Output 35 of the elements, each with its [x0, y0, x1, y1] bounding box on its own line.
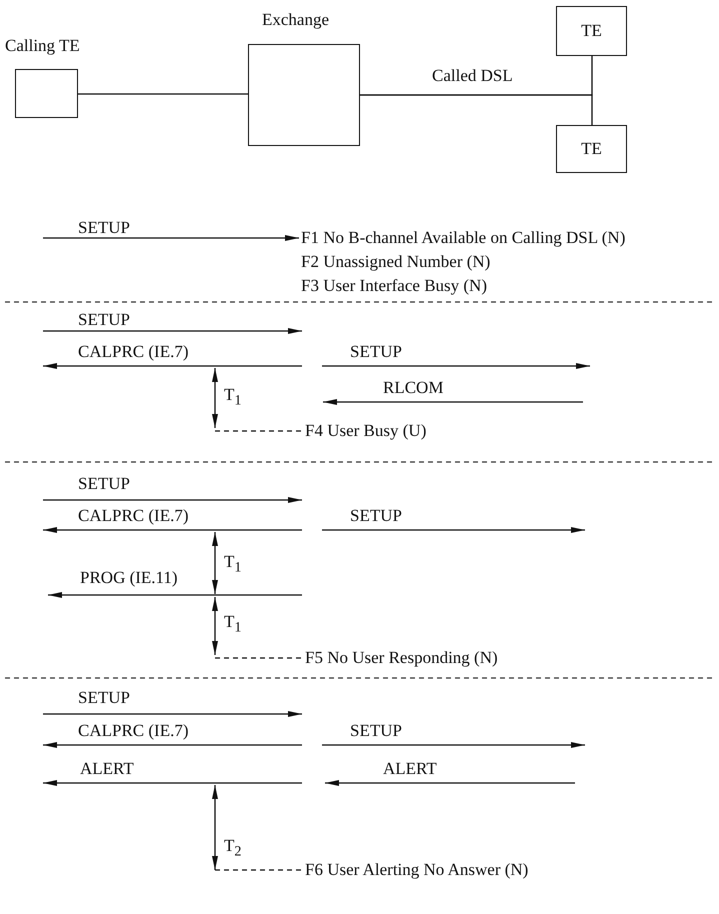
timer-label: T$_{2}$ — [224, 836, 242, 862]
timer-label: T$_{1}$ — [224, 385, 242, 410]
failure-note: F5 No User Responding (N) — [305, 648, 498, 668]
message-label: SETUP — [350, 506, 402, 526]
message-label: SETUP — [78, 688, 130, 708]
node-heading: Exchange — [262, 10, 330, 30]
message-label: SETUP — [350, 721, 402, 741]
terminal-box: TE — [556, 125, 627, 173]
message-label: ALERT — [80, 759, 134, 779]
message-label: RLCOM — [383, 378, 444, 398]
failure-note: F4 User Busy (U) — [305, 421, 426, 441]
message-label: SETUP — [78, 310, 130, 330]
failure-note: F1 No B-channel Available on Calling DSL (N) — [301, 228, 626, 248]
failure-note: F2 Unassigned Number (N) — [301, 252, 490, 272]
node-heading: Calling TE — [5, 36, 80, 56]
message-label: CALPRC (IE.7) — [78, 721, 188, 741]
edge-label: Called DSL — [432, 66, 513, 86]
edge-label: SETUP — [78, 218, 130, 238]
message-label: SETUP — [350, 342, 402, 362]
message-arrow — [43, 235, 299, 241]
message-label: CALPRC (IE.7) — [78, 342, 188, 362]
message-label: PROG (IE.11) — [80, 568, 178, 588]
connection-line — [360, 94, 593, 125]
message-label: ALERT — [383, 759, 437, 779]
failure-note: F6 User Alerting No Answer (N) — [305, 860, 528, 880]
failure-note: F3 User Interface Busy (N) — [301, 276, 487, 296]
timer-label: T$_{1}$ — [224, 552, 242, 578]
terminal-box: TE — [556, 6, 627, 56]
message-label: CALPRC (IE.7) — [78, 506, 188, 526]
dashed-leader-line — [215, 869, 303, 871]
connection-line — [78, 93, 248, 95]
message-label: SETUP — [78, 474, 130, 494]
timer-label: T$_{1}$ — [224, 612, 242, 638]
dashed-leader-line — [215, 430, 303, 432]
dashed-leader-line — [215, 657, 303, 659]
